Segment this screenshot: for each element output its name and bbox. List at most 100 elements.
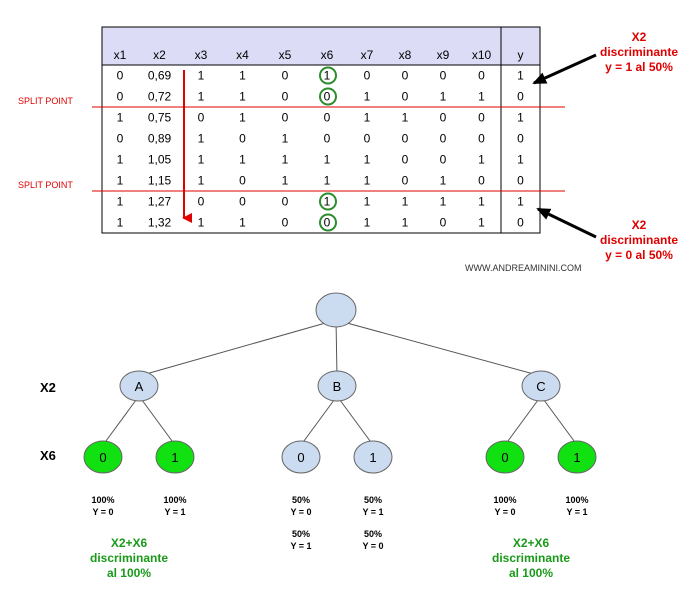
table-cell: 0 [117,132,124,146]
leaf-stat: 50% [292,529,310,539]
table-cell: 0 [364,132,371,146]
leaf-stat: 100% [493,495,516,505]
table-cell: 1 [364,153,371,167]
table-cell: 0 [478,174,485,188]
table-cell: 0 [440,153,447,167]
table-cell: 0 [440,111,447,125]
table-cell: 0,69 [148,69,172,83]
annotation-text: y = 0 al 50% [605,248,673,262]
table-cell: 1 [198,153,205,167]
table-cell: 1 [239,90,246,104]
leaf-label: 0 [297,450,304,465]
table-cell: 1 [282,153,289,167]
table-cell: 0 [478,111,485,125]
table-cell: 1 [117,195,124,209]
highlight-circle [319,87,337,106]
column-header: x10 [472,48,492,62]
table-cell: 1 [364,174,371,188]
leaf-node [155,440,195,474]
table-cell: 0 [282,111,289,125]
table-cell: 1 [117,174,124,188]
table-cell: 0 [440,132,447,146]
table-cell: 0 [440,69,447,83]
table-cell: 0 [517,132,524,146]
leaf-node [485,440,525,474]
leaf-label: 1 [171,450,178,465]
branch-note: al 100% [509,566,553,580]
table-cell: 1 [478,153,485,167]
table-cell: 1,15 [148,174,172,188]
split-point-label: SPLIT POINT [18,96,73,106]
column-header: x8 [399,48,412,62]
branch-node [119,370,159,402]
table-cell: 1 [198,69,205,83]
table-cell: 1 [517,69,524,83]
table-cell: 1 [402,195,409,209]
table-cell: 1 [440,195,447,209]
table-cell: 0,72 [148,90,172,104]
table-cell: 1 [198,216,205,230]
table-cell: 1 [117,153,124,167]
column-header: x7 [361,48,374,62]
table-cell: 1 [239,216,246,230]
table-cell: 1 [117,111,124,125]
table-cell: 1 [517,111,524,125]
table-cell: 1 [517,153,524,167]
tree-edge [335,319,338,377]
table-cell: 1 [402,216,409,230]
table-cell: 0 [324,132,331,146]
leaf-node [83,440,123,474]
leaf-stat: 50% [292,495,310,505]
column-header: x2 [153,48,166,62]
branch-note: X2+X6 [513,536,550,550]
column-header: x4 [236,48,249,62]
tree-edge [504,395,542,446]
table-cell: 0 [282,69,289,83]
leaf-stat: Y = 1 [290,541,311,551]
level-label: X6 [40,448,56,463]
branch-note: discriminante [90,551,168,565]
table-cell: 0,89 [148,132,172,146]
tree-edge [336,395,374,446]
branch-label: C [536,379,545,394]
table-cell: 1 [239,111,246,125]
leaf-stat: Y = 0 [494,507,515,517]
table-cell: 1 [517,195,524,209]
table-cell: 1,32 [148,216,172,230]
branch-label: B [333,379,342,394]
table-cell: 1 [239,69,246,83]
table-cell: 1,05 [148,153,172,167]
table-cell: 0 [324,216,331,230]
branch-node [521,370,561,402]
table-border [101,26,541,234]
annotation-arrow [532,53,597,85]
table-cell: 1 [239,153,246,167]
tree-edge [540,395,578,446]
root-node [315,292,357,328]
leaf-label: 0 [501,450,508,465]
annotation-text: discriminante [600,233,678,247]
table-cell: 0 [517,174,524,188]
tree-edge [335,319,542,377]
leaf-stat: Y = 0 [92,507,113,517]
table-cell: 1,27 [148,195,172,209]
table-cell: 1 [478,90,485,104]
table-cell: 1 [478,216,485,230]
table-cell: 0 [324,90,331,104]
table-cell: 1 [282,132,289,146]
highlight-circle [319,213,337,232]
table-cell: 1 [440,90,447,104]
annotation-text: X2 [632,218,647,232]
leaf-node [353,440,393,474]
table-cell: 1 [198,132,205,146]
leaf-stat: 100% [163,495,186,505]
table-cell: 0 [282,216,289,230]
table-cell: 0 [282,90,289,104]
table-cell: 0 [517,216,524,230]
table-cell: 1 [324,69,331,83]
table-cell: 1 [364,111,371,125]
leaf-label: 1 [573,450,580,465]
leaf-stat: 50% [364,495,382,505]
column-header: x9 [437,48,450,62]
branch-node [317,370,357,402]
